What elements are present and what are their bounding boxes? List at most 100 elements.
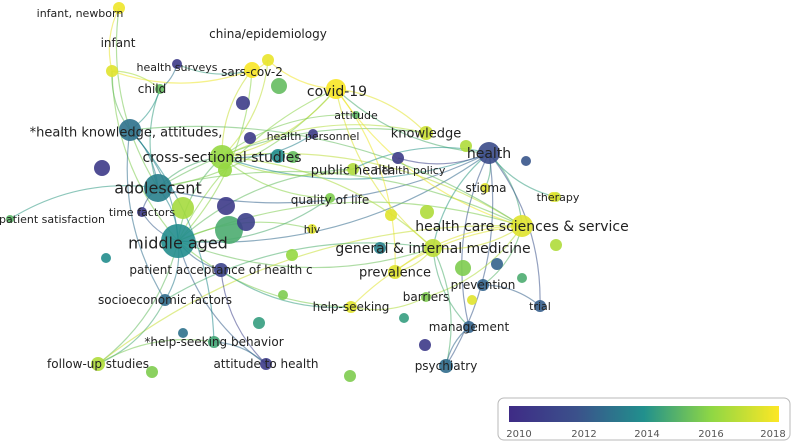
network-node[interactable] <box>144 174 172 202</box>
network-node[interactable] <box>119 119 141 141</box>
network-link <box>221 114 357 158</box>
network-node[interactable] <box>101 253 111 263</box>
network-node[interactable] <box>260 358 272 370</box>
network-node[interactable] <box>399 313 409 323</box>
network-node[interactable] <box>548 192 558 202</box>
network-node[interactable] <box>146 366 158 378</box>
network-node[interactable] <box>155 84 165 94</box>
node-label: stigma <box>466 181 507 195</box>
network-node[interactable] <box>424 239 442 257</box>
network-node[interactable] <box>271 149 285 163</box>
network-node[interactable] <box>460 140 472 152</box>
network-node[interactable] <box>517 273 527 283</box>
network-node[interactable] <box>214 263 228 277</box>
network-node[interactable] <box>278 290 288 300</box>
network-node[interactable] <box>385 209 397 221</box>
network-link <box>9 185 159 220</box>
network-node[interactable] <box>345 301 357 313</box>
network-link <box>335 88 396 273</box>
network-node[interactable] <box>326 79 346 99</box>
node-label: middle aged <box>128 234 228 253</box>
network-node[interactable] <box>244 62 260 78</box>
network-node[interactable] <box>172 59 182 69</box>
network-node[interactable] <box>6 215 14 223</box>
network-node[interactable] <box>439 359 453 373</box>
network-link <box>221 156 331 199</box>
network-node[interactable] <box>137 207 147 217</box>
node-label: covid-19 <box>307 84 367 100</box>
network-link <box>335 88 434 249</box>
network-link <box>432 247 470 328</box>
node-label: attitude to health <box>213 357 318 371</box>
network-node[interactable] <box>419 339 431 351</box>
network-node[interactable] <box>210 145 234 169</box>
network-node[interactable] <box>347 163 359 175</box>
network-node[interactable] <box>421 292 431 302</box>
network-node[interactable] <box>106 65 118 77</box>
network-node[interactable] <box>534 300 546 312</box>
color-legend: 2010 2012 2014 2016 2018 <box>497 397 791 441</box>
network-node[interactable] <box>287 151 299 163</box>
network-node[interactable] <box>480 183 490 193</box>
network-node[interactable] <box>419 126 433 140</box>
network-node[interactable] <box>308 129 318 139</box>
network-node[interactable] <box>550 239 562 251</box>
network-node[interactable] <box>253 317 265 329</box>
network-node[interactable] <box>236 96 250 110</box>
network-node[interactable] <box>91 357 105 371</box>
node-label: patient satisfaction <box>0 213 105 226</box>
node-label: general & internal medicine <box>335 241 530 257</box>
network-node[interactable] <box>455 260 471 276</box>
network-node[interactable] <box>208 336 220 348</box>
network-link <box>445 152 494 367</box>
network-node[interactable] <box>344 370 356 382</box>
network-node[interactable] <box>286 249 298 261</box>
network-node[interactable] <box>478 142 500 164</box>
node-label: prevalence <box>359 266 431 281</box>
network-node[interactable] <box>307 224 317 234</box>
network-node[interactable] <box>161 224 195 258</box>
network-node[interactable] <box>178 328 188 338</box>
network-node[interactable] <box>388 265 402 279</box>
network-node[interactable] <box>352 111 360 119</box>
network-link <box>335 88 427 134</box>
network-node[interactable] <box>511 215 533 237</box>
network-node[interactable] <box>271 78 287 94</box>
legend-tick: 2012 <box>571 429 596 440</box>
network-node[interactable] <box>218 163 232 177</box>
network-node[interactable] <box>463 321 475 333</box>
node-label: management <box>429 320 510 334</box>
legend-tick: 2018 <box>760 429 785 440</box>
network-node[interactable] <box>215 216 243 244</box>
network-link <box>221 152 490 180</box>
network-node[interactable] <box>325 193 335 203</box>
network-link <box>97 299 166 365</box>
legend-tick: 2016 <box>698 429 723 440</box>
network-node[interactable] <box>374 242 386 254</box>
network-labels: infant, newborninfantchina/epidemiologyh… <box>0 7 629 373</box>
network-node[interactable] <box>392 152 404 164</box>
network-node[interactable] <box>244 132 256 144</box>
network-node[interactable] <box>467 295 477 305</box>
network-node[interactable] <box>217 197 235 215</box>
network-node[interactable] <box>262 54 274 66</box>
network-node[interactable] <box>172 197 194 219</box>
node-label: psychiatry <box>415 359 478 373</box>
network-node[interactable] <box>94 160 110 176</box>
network-node[interactable] <box>477 279 489 291</box>
legend-tick: 2010 <box>506 429 531 440</box>
network-node[interactable] <box>237 213 255 231</box>
node-label: prevention <box>451 278 516 292</box>
network-link <box>177 168 354 242</box>
network-node[interactable] <box>491 258 503 270</box>
node-label: patient acceptance of health c <box>129 263 312 277</box>
network-node[interactable] <box>113 2 125 14</box>
node-label: quality of life <box>291 193 370 207</box>
node-label: trial <box>529 300 551 313</box>
network-node[interactable] <box>521 156 531 166</box>
network-link <box>126 129 166 301</box>
network-link <box>350 296 427 311</box>
network-node[interactable] <box>159 294 171 306</box>
network-node[interactable] <box>420 205 434 219</box>
node-label: cross-sectional studies <box>142 150 301 166</box>
